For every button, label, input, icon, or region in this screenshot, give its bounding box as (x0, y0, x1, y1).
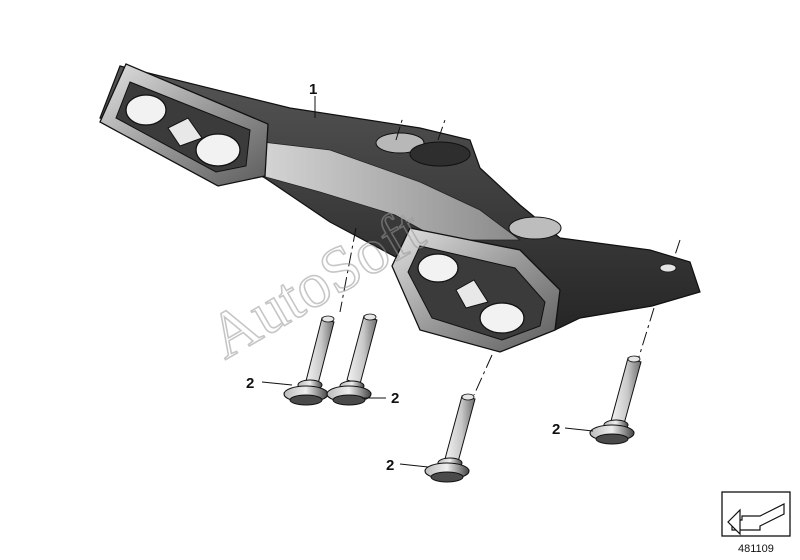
left-hole-1 (125, 94, 167, 126)
arrow-icon (731, 503, 785, 531)
centerline-d (473, 354, 493, 396)
right-notch (455, 279, 489, 309)
right-hole-2 (479, 302, 525, 334)
screw-d-shaft (610, 357, 642, 425)
callout-2-d: 2 (552, 421, 560, 438)
screw-a (283, 315, 335, 406)
leader-2d (564, 427, 594, 432)
screw-c-head (430, 471, 464, 483)
left-hole-2 (195, 133, 241, 167)
center-boss-2 (409, 141, 471, 167)
centerline-a (395, 116, 404, 141)
centerline-b (437, 116, 447, 141)
callout-2-c: 2 (386, 457, 394, 474)
screw-d-tip (627, 355, 641, 363)
screw-b (326, 313, 378, 406)
bracket-top-face (261, 141, 522, 241)
center-boss-3 (508, 216, 562, 240)
screw-c-tip (461, 393, 475, 401)
right-tip-hole (659, 263, 677, 273)
screw-c (424, 393, 476, 483)
right-hole-1 (417, 253, 459, 283)
leader-2a (261, 381, 293, 386)
screw-b-tip (363, 313, 377, 321)
screw-c-shaft (444, 395, 476, 463)
reference-box: 481109 (721, 491, 791, 555)
reference-number: 481109 (738, 543, 774, 555)
screw-b-head (332, 394, 366, 406)
center-boss-1 (375, 132, 425, 154)
callout-1: 1 (309, 81, 317, 98)
leader-lines (261, 96, 594, 468)
leader-2c (399, 463, 429, 468)
centerline-e (673, 239, 681, 259)
callout-2-b: 2 (391, 390, 399, 407)
screw-b-shaft (346, 315, 378, 385)
bracket-part (99, 63, 701, 353)
screw-a-head (289, 394, 323, 406)
screw-d (589, 355, 642, 445)
screw-d-head (595, 433, 629, 445)
screw-a-shaft (305, 317, 335, 385)
screw-a-tip (321, 315, 335, 323)
left-notch (167, 117, 203, 147)
callout-2-a: 2 (246, 375, 254, 392)
centerline-f (637, 307, 655, 361)
arrow-icon-head (727, 508, 741, 536)
center-lines (339, 116, 681, 396)
